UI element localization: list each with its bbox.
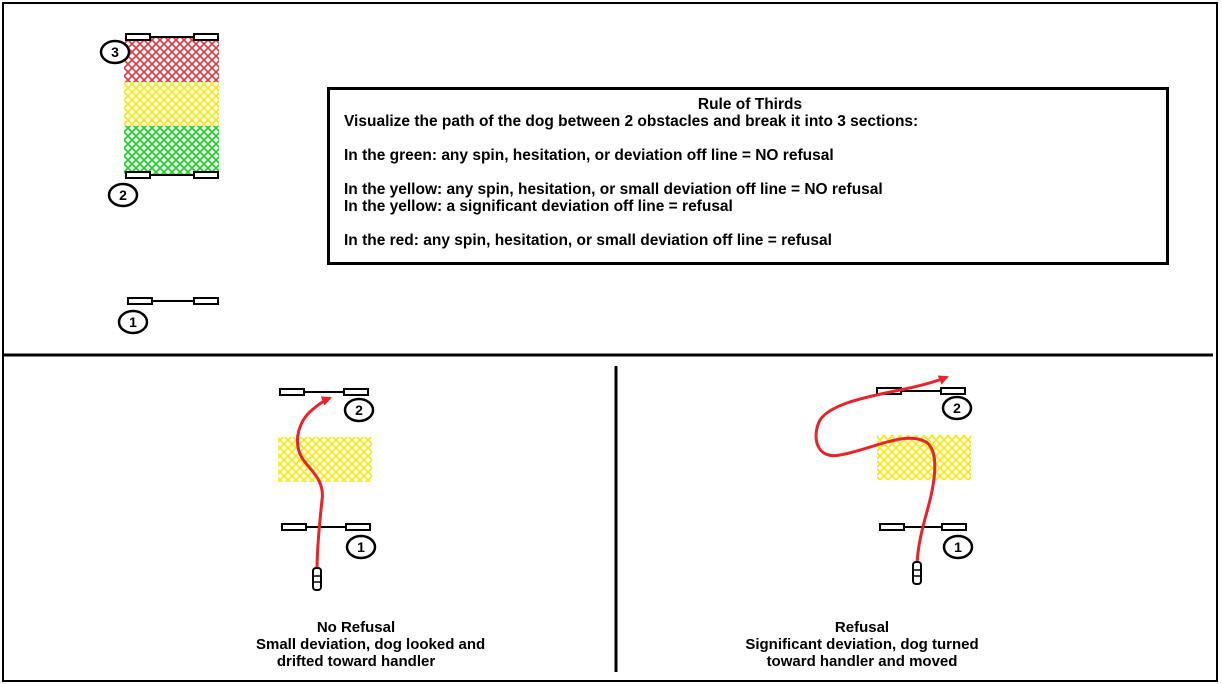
marker-3: 3	[99, 39, 131, 65]
rule-box-intro: Visualize the path of the dog between 2 …	[344, 113, 919, 130]
jump-1	[127, 297, 219, 305]
left-marker-2: 2	[343, 397, 375, 423]
left-marker-1: 1	[345, 534, 377, 560]
left-dog-path	[296, 396, 332, 571]
left-caption-line-3: drifted toward handler	[276, 653, 436, 670]
green-zone	[124, 126, 219, 174]
rule-yellow-2: In the yellow: a significant deviation o…	[344, 198, 733, 215]
left-jump-1	[281, 523, 371, 531]
right-caption: Refusal Significant deviation, dog turne…	[732, 619, 992, 670]
left-caption-title: No Refusal	[316, 619, 396, 636]
svg-text:1: 1	[954, 539, 962, 555]
marker-2: 2	[107, 182, 139, 208]
right-caption-title: Refusal	[834, 619, 890, 636]
rule-of-thirds-box: Rule of Thirds Visualize the path of the…	[327, 87, 1169, 265]
rule-red: In the red: any spin, hesitation, or sma…	[344, 232, 832, 249]
jump-3	[125, 33, 219, 41]
svg-text:3: 3	[111, 44, 119, 60]
rule-green: In the green: any spin, hesitation, or d…	[344, 147, 834, 164]
rule-yellow-1: In the yellow: any spin, hesitation, or …	[344, 181, 883, 198]
right-jump-1	[879, 523, 967, 531]
left-dog-icon	[312, 567, 322, 591]
zone-stack	[124, 38, 219, 174]
jump-2	[125, 171, 219, 179]
yellow-zone	[124, 82, 219, 126]
right-marker-2: 2	[941, 395, 973, 421]
right-dog-path	[814, 375, 949, 566]
left-yellow-zone	[278, 437, 372, 482]
svg-text:2: 2	[355, 402, 363, 418]
left-caption: No Refusal Small deviation, dog looked a…	[256, 619, 486, 670]
marker-1: 1	[117, 309, 149, 335]
right-caption-line-2: Significant deviation, dog turned	[745, 636, 979, 653]
right-caption-line-3: toward handler and moved	[766, 653, 958, 670]
right-marker-1: 1	[942, 534, 974, 560]
left-jump-2	[279, 388, 369, 396]
left-caption-line-2: Small deviation, dog looked and	[256, 636, 486, 653]
rule-box-title: Rule of Thirds	[697, 96, 803, 113]
svg-text:2: 2	[953, 400, 961, 416]
svg-text:1: 1	[357, 539, 365, 555]
svg-text:2: 2	[119, 187, 127, 203]
svg-text:1: 1	[129, 314, 137, 330]
right-dog-icon	[912, 561, 922, 585]
red-zone	[124, 38, 219, 82]
